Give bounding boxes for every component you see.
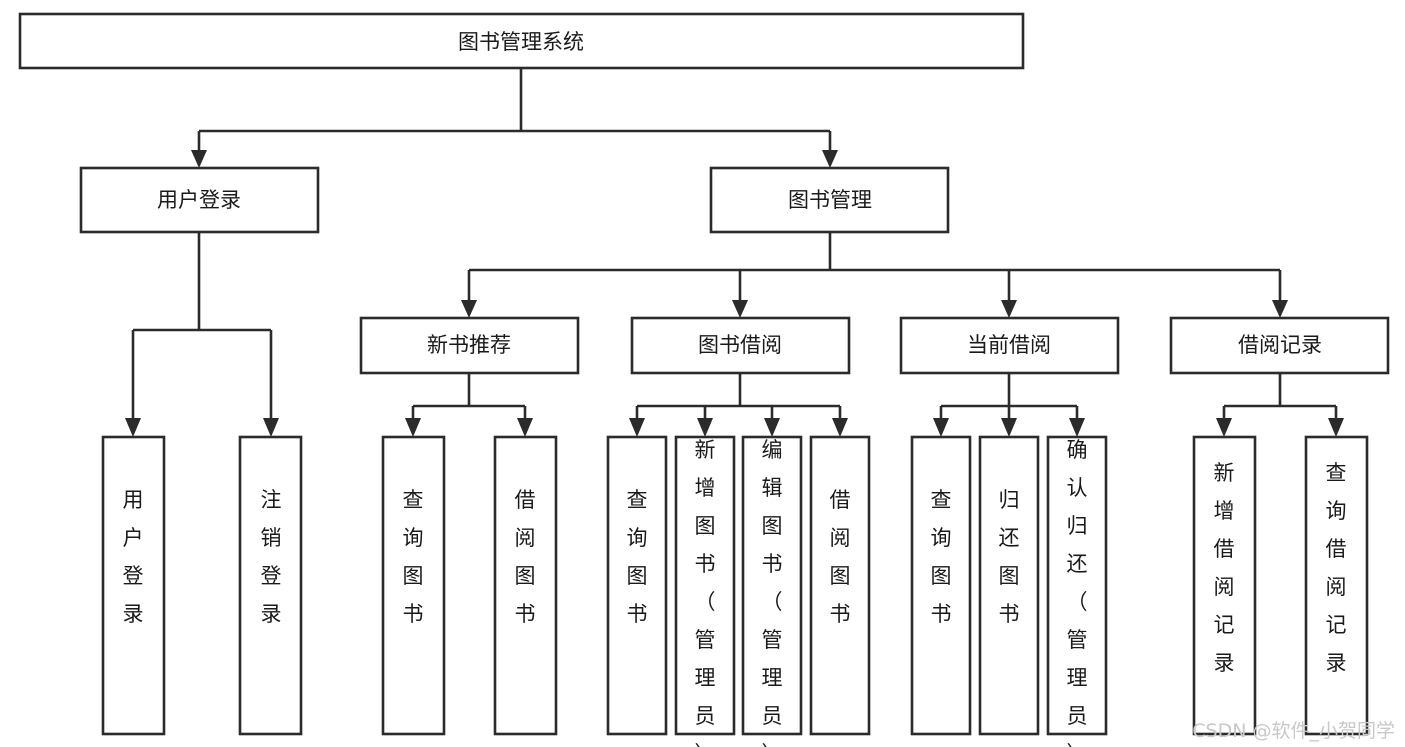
connector-group-borrow-to-children xyxy=(629,373,848,437)
arrow-head-leaf-logout xyxy=(263,418,279,437)
node-current-borrow-box[interactable] xyxy=(899,316,1120,375)
leaf-node-borrow-book-newbook[interactable]: 借阅图书 xyxy=(493,435,558,736)
arrow-head-new-book xyxy=(461,300,477,318)
arrow-head-borrow xyxy=(732,300,748,318)
arrow-head-leaf-user-login xyxy=(125,418,141,437)
leaf-node-query-book-current[interactable]: 查询图书 xyxy=(910,435,972,736)
leaf-node-return-book-label: 归还图书 xyxy=(999,488,1020,626)
connector-group-root-to-level1 xyxy=(191,68,838,168)
arrow-head-leaf-borrow-book-a xyxy=(517,418,533,437)
leaf-node-user-login-box[interactable] xyxy=(101,435,166,736)
leaf-node-user-login[interactable]: 用户登录 xyxy=(101,435,166,736)
leaf-node-query-book-borrow-box[interactable] xyxy=(606,435,668,736)
csdn-watermark: CSDN @软件_小贺同学 xyxy=(1192,720,1395,742)
node-new-book-recommend-label: 新书推荐 xyxy=(427,333,511,357)
connector-group-new-book-to-children xyxy=(405,373,533,437)
leaf-node-query-book-current-label: 查询图书 xyxy=(931,488,952,626)
leaf-node-add-book[interactable]: 新增图书（管理员） xyxy=(674,435,736,747)
leaf-node-query-book-borrow[interactable]: 查询图书 xyxy=(606,435,668,736)
leaf-node-query-book-newbook[interactable]: 查询图书 xyxy=(381,435,446,736)
node-book-management-label: 图书管理 xyxy=(788,188,872,212)
leaf-node-query-book-newbook-box[interactable] xyxy=(381,435,446,736)
arrow-head-leaf-edit-book xyxy=(764,418,780,437)
node-borrow-record-label: 借阅记录 xyxy=(1238,333,1322,357)
arrow-head-leaf-add-record xyxy=(1216,418,1232,437)
leaf-node-confirm-return[interactable]: 确认归还（管理员） xyxy=(1046,435,1108,747)
leaf-node-logout-label: 注销登录 xyxy=(261,488,282,626)
leaf-node-borrow-book-newbook-label: 借阅图书 xyxy=(515,488,536,626)
arrow-head-leaf-confirm-return xyxy=(1069,418,1085,437)
node-current-borrow[interactable]: 当前借阅 xyxy=(899,316,1120,375)
leaf-node-add-borrow-record[interactable]: 新增借阅记录 xyxy=(1192,435,1257,736)
node-book-management[interactable]: 图书管理 xyxy=(709,166,950,234)
arrow-head-current-borrow xyxy=(1001,300,1017,318)
connector-group-book-mgmt-to-level2 xyxy=(461,232,1288,318)
arrow-head-leaf-query-book-b xyxy=(629,418,645,437)
node-new-book-recommend-box[interactable] xyxy=(359,316,580,375)
leaf-node-user-login-label: 用户登录 xyxy=(123,488,144,626)
leaf-node-add-book-box[interactable] xyxy=(674,435,736,736)
node-user-login-label: 用户登录 xyxy=(157,188,241,212)
arrow-head-leaf-query-record xyxy=(1328,418,1344,437)
leaf-node-edit-book-box[interactable] xyxy=(741,435,803,736)
leaf-node-add-borrow-record-box[interactable] xyxy=(1192,435,1257,736)
node-book-borrow[interactable]: 图书借阅 xyxy=(630,316,851,375)
leaf-node-edit-book[interactable]: 编辑图书（管理员） xyxy=(741,435,803,747)
leaf-node-query-borrow-record-box[interactable] xyxy=(1304,435,1369,736)
leaf-node-confirm-return-label: 确认归还（管理员） xyxy=(1067,438,1088,747)
leaf-node-add-borrow-record-label: 新增借阅记录 xyxy=(1214,461,1235,675)
node-book-borrow-label: 图书借阅 xyxy=(698,333,782,357)
leaf-node-confirm-return-box[interactable] xyxy=(1046,435,1108,736)
leaf-node-borrow-book-newbook-box[interactable] xyxy=(493,435,558,736)
leaf-node-logout-box[interactable] xyxy=(238,435,303,736)
node-book-management-box[interactable] xyxy=(709,166,950,234)
node-root-box[interactable] xyxy=(18,12,1025,70)
node-root-label: 图书管理系统 xyxy=(458,30,584,54)
node-root-book-management-system[interactable]: 图书管理系统 xyxy=(18,12,1025,70)
leaf-node-return-book[interactable]: 归还图书 xyxy=(978,435,1040,736)
arrow-head-leaf-borrow-book-b xyxy=(832,418,848,437)
node-new-book-recommend[interactable]: 新书推荐 xyxy=(359,316,580,375)
node-borrow-record-box[interactable] xyxy=(1169,316,1390,375)
arrow-head-leaf-return-book xyxy=(1001,418,1017,437)
arrow-head-leaf-add-book xyxy=(697,418,713,437)
connector-group-record-to-children xyxy=(1216,373,1344,437)
leaf-node-query-book-current-box[interactable] xyxy=(910,435,972,736)
arrow-head-book-mgmt xyxy=(822,150,838,168)
arrow-head-user-login xyxy=(191,150,207,168)
leaf-node-edit-book-label: 编辑图书（管理员） xyxy=(762,438,783,747)
leaf-node-borrow-book-borrow-box[interactable] xyxy=(809,435,871,736)
node-user-login[interactable]: 用户登录 xyxy=(79,166,320,234)
connector-group-current-borrow-to-children xyxy=(933,373,1085,437)
arrow-head-leaf-query-book-a xyxy=(405,418,421,437)
node-book-borrow-box[interactable] xyxy=(630,316,851,375)
leaf-node-borrow-book-borrow-label: 借阅图书 xyxy=(830,488,851,626)
node-current-borrow-label: 当前借阅 xyxy=(967,333,1051,357)
arrow-head-record xyxy=(1272,300,1288,318)
leaf-node-query-book-newbook-label: 查询图书 xyxy=(403,488,424,626)
node-borrow-record[interactable]: 借阅记录 xyxy=(1169,316,1390,375)
leaf-node-query-borrow-record[interactable]: 查询借阅记录 xyxy=(1304,435,1369,736)
leaf-node-return-book-box[interactable] xyxy=(978,435,1040,736)
node-user-login-box[interactable] xyxy=(79,166,320,234)
connector-group-user-login-to-children xyxy=(125,232,279,437)
leaf-node-logout[interactable]: 注销登录 xyxy=(238,435,303,736)
leaf-node-query-book-borrow-label: 查询图书 xyxy=(627,488,648,626)
arrow-head-leaf-query-book-c xyxy=(933,418,949,437)
leaf-node-borrow-book-borrow[interactable]: 借阅图书 xyxy=(809,435,871,736)
leaf-node-add-book-label: 新增图书（管理员） xyxy=(695,438,716,747)
leaf-node-query-borrow-record-label: 查询借阅记录 xyxy=(1326,461,1347,675)
